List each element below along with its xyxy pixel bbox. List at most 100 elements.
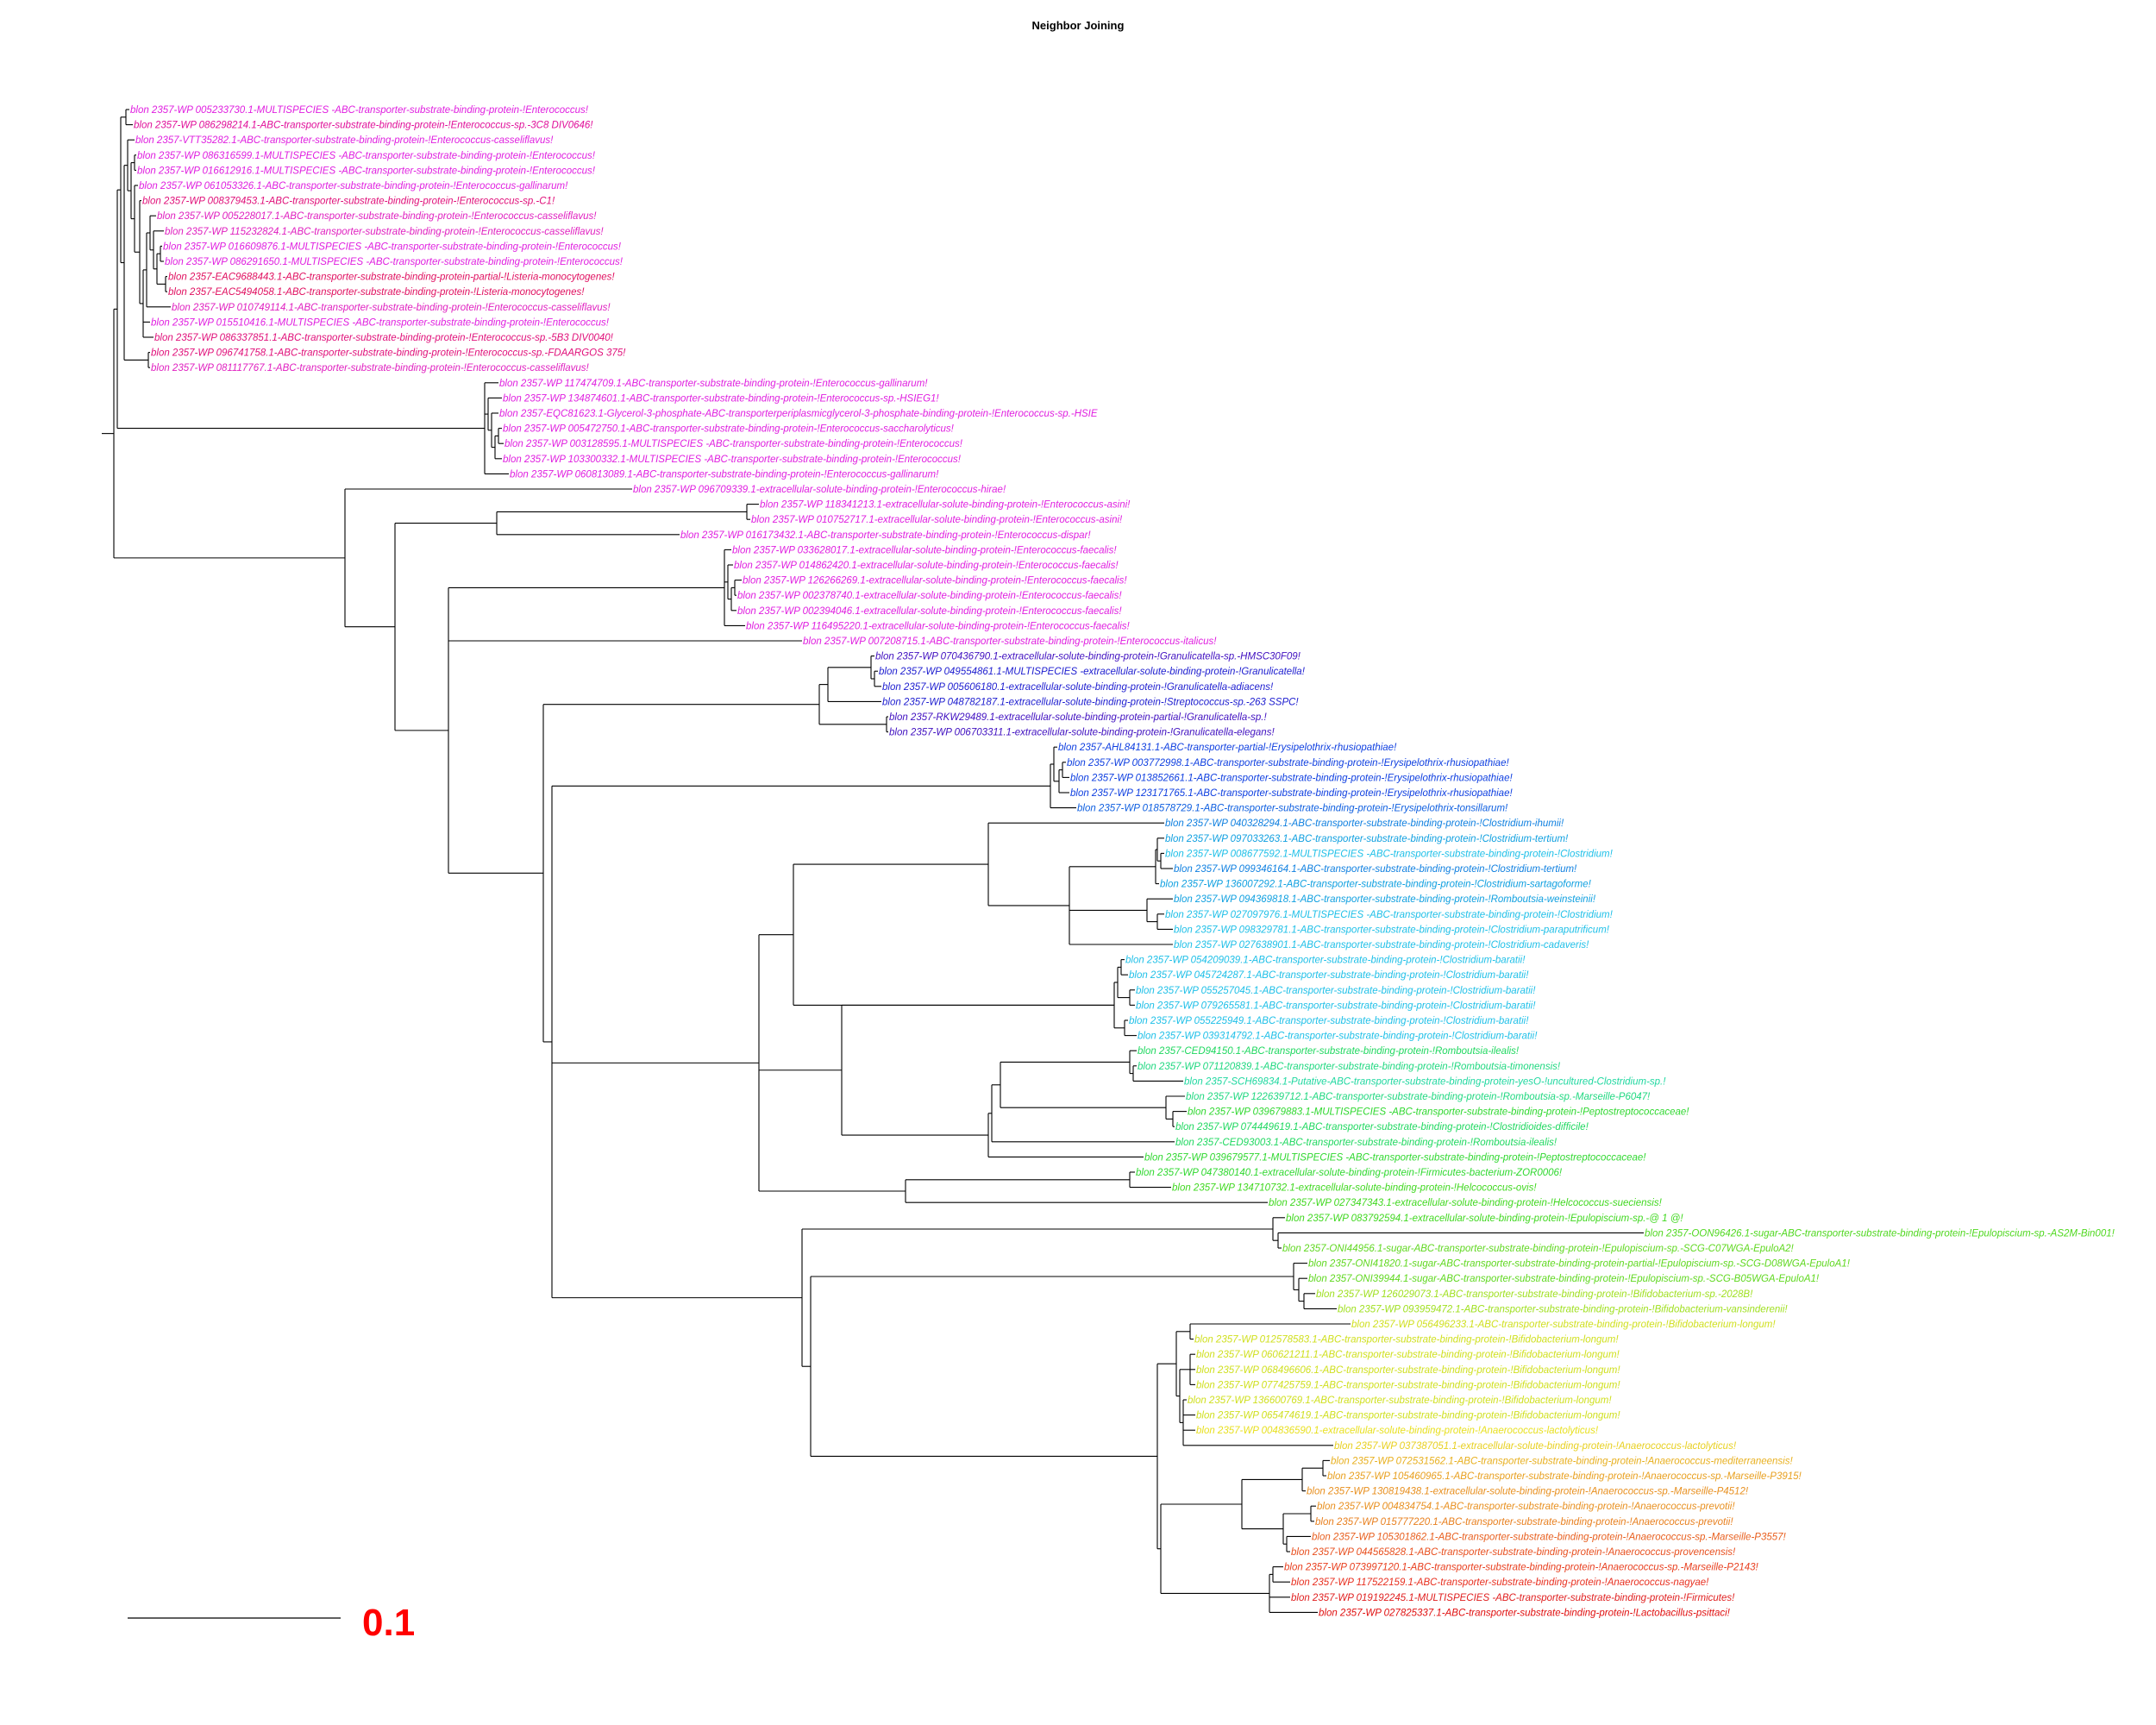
leaf-label: blon 2357-WP 003128595.1-MULTISPECIES -A… [505, 439, 963, 449]
leaf-label: blon 2357-OON96426.1-sugar-ABC-transport… [1645, 1228, 2115, 1239]
leaf-label: blon 2357-WP 136007292.1-ABC-transporter… [1160, 880, 1592, 890]
leaf-label: blon 2357-WP 013852661.1-ABC-transporter… [1070, 773, 1513, 783]
leaf-label: blon 2357-WP 045724287.1-ABC-transporter… [1129, 970, 1529, 981]
leaf-label: blon 2357-WP 093959472.1-ABC-transporter… [1338, 1304, 1788, 1314]
tree-branches [102, 109, 1644, 1613]
leaf-label: blon 2357-WP 016612916.1-MULTISPECIES -A… [137, 166, 596, 176]
leaf-label: blon 2357-WP 079265581.1-ABC-transporter… [1136, 1000, 1536, 1011]
leaf-label: blon 2357-WP 005233730.1-MULTISPECIES -A… [130, 105, 589, 116]
leaf-label: blon 2357-ONI41820.1-sugar-ABC-transport… [1308, 1259, 1851, 1270]
leaf-label: blon 2357-WP 105460965.1-ABC-transporter… [1327, 1471, 1802, 1482]
leaf-label: blon 2357-WP 074449619.1-ABC-transporter… [1175, 1122, 1589, 1132]
leaf-label: blon 2357-WP 065474619.1-ABC-transporter… [1196, 1411, 1620, 1421]
leaf-label: blon 2357-WP 068496606.1-ABC-transporter… [1196, 1365, 1620, 1376]
leaf-label: blon 2357-WP 007208715.1-ABC-transporter… [803, 637, 1217, 647]
leaf-label: blon 2357-WP 055225949.1-ABC-transporter… [1129, 1016, 1529, 1026]
leaf-label: blon 2357-WP 039679883.1-MULTISPECIES -A… [1188, 1107, 1689, 1118]
leaf-label: blon 2357-ONI39944.1-sugar-ABC-transport… [1308, 1274, 1820, 1284]
leaf-label: blon 2357-WP 033628017.1-extracellular-s… [732, 545, 1117, 555]
leaf-label: blon 2357-WP 012578583.1-ABC-transporter… [1194, 1335, 1619, 1346]
leaf-label: blon 2357-WP 094369818.1-ABC-transporter… [1174, 894, 1596, 905]
leaf-label: blon 2357-WP 060621211.1-ABC-transporter… [1196, 1350, 1620, 1360]
leaf-label: blon 2357-WP 086316599.1-MULTISPECIES -A… [137, 151, 596, 161]
scale-bar-label: 0.1 [362, 1602, 415, 1644]
leaf-label: blon 2357-WP 004836590.1-extracellular-s… [1196, 1426, 1599, 1436]
leaf-label: blon 2357-AHL84131.1-ABC-transporter-par… [1058, 743, 1397, 753]
leaf-label: blon 2357-WP 118341213.1-extracellular-s… [760, 500, 1131, 511]
leaf-label: blon 2357-WP 126029073.1-ABC-transporter… [1316, 1289, 1753, 1300]
leaf-label: blon 2357-WP 040328294.1-ABC-transporter… [1165, 819, 1564, 829]
leaf-label: blon 2357-WP 015777220.1-ABC-transporter… [1315, 1517, 1733, 1527]
leaf-label: blon 2357-WP 061053326.1-ABC-transporter… [139, 181, 568, 191]
leaf-label: blon 2357-WP 019192245.1-MULTISPECIES -A… [1291, 1593, 1735, 1603]
leaf-label: blon 2357-WP 096709339.1-extracellular-s… [633, 485, 1006, 495]
leaf-label: blon 2357-WP 003772998.1-ABC-transporter… [1067, 758, 1509, 768]
leaf-label: blon 2357-WP 105301862.1-ABC-transporter… [1312, 1532, 1787, 1542]
leaf-label: blon 2357-WP 083792594.1-extracellular-s… [1286, 1214, 1683, 1224]
leaf-label: blon 2357-WP 103300332.1-MULTISPECIES -A… [503, 455, 962, 465]
leaf-label: blon 2357-WP 070436790.1-extracellular-s… [875, 652, 1301, 662]
leaf-label: blon 2357-EQC81623.1-Glycerol-3-phosphat… [499, 409, 1098, 419]
leaf-label: blon 2357-WP 081117767.1-ABC-transporter… [151, 363, 590, 373]
leaf-label: blon 2357-WP 015510416.1-MULTISPECIES -A… [151, 317, 610, 328]
leaf-label: blon 2357-WP 027638901.1-ABC-transporter… [1174, 940, 1589, 950]
leaf-label: blon 2357-CED93003.1-ABC-transporter-sub… [1175, 1138, 1557, 1148]
leaf-label: blon 2357-WP 136600769.1-ABC-transporter… [1188, 1396, 1612, 1406]
leaf-label: blon 2357-WP 060813089.1-ABC-transporter… [510, 469, 939, 480]
leaf-label: blon 2357-WP 116495220.1-extracellular-s… [746, 621, 1131, 631]
leaf-label: blon 2357-WP 027347343.1-extracellular-s… [1269, 1198, 1663, 1208]
leaf-label: blon 2357-WP 044565828.1-ABC-transporter… [1291, 1547, 1736, 1558]
chart-title: Neighbor Joining [1031, 19, 1125, 32]
leaf-label: blon 2357-WP 027825337.1-ABC-transporter… [1319, 1608, 1731, 1618]
scale-bar: 0.1 [128, 1602, 415, 1644]
leaf-label: blon 2357-WP 072531562.1-ABC-transporter… [1331, 1456, 1793, 1466]
leaf-label: blon 2357-EAC9688443.1-ABC-transporter-s… [168, 273, 615, 283]
leaf-label: blon 2357-WP 096741758.1-ABC-transporter… [151, 348, 626, 359]
leaf-label: blon 2357-WP 054209039.1-ABC-transporter… [1125, 956, 1526, 966]
leaf-label: blon 2357-WP 134874601.1-ABC-transporter… [503, 393, 939, 404]
leaf-label: blon 2357-WP 005228017.1-ABC-transporter… [157, 211, 597, 222]
leaf-label: blon 2357-WP 018578729.1-ABC-transporter… [1077, 804, 1508, 814]
leaf-label: blon 2357-WP 115232824.1-ABC-transporter… [165, 227, 604, 237]
leaf-label: blon 2357-WP 002394046.1-extracellular-s… [737, 606, 1122, 617]
leaf-label: blon 2357-WP 077425759.1-ABC-transporter… [1196, 1380, 1620, 1390]
leaf-label: blon 2357-CED94150.1-ABC-transporter-sub… [1138, 1046, 1520, 1057]
leaf-label: blon 2357-RKW29489.1-extracellular-solut… [889, 712, 1267, 723]
leaf-label: blon 2357-SCH69834.1-Putative-ABC-transp… [1184, 1076, 1666, 1087]
tree-leaf-labels: blon 2357-WP 005233730.1-MULTISPECIES -A… [130, 105, 2115, 1618]
leaf-label: blon 2357-WP 122639712.1-ABC-transporter… [1186, 1092, 1651, 1102]
leaf-label: blon 2357-WP 097033263.1-ABC-transporter… [1165, 834, 1569, 844]
leaf-label: blon 2357-WP 134710732.1-extracellular-s… [1172, 1183, 1537, 1194]
leaf-label: blon 2357-WP 014862420.1-extracellular-s… [734, 561, 1119, 571]
leaf-label: blon 2357-WP 037387051.1-extracellular-s… [1334, 1441, 1737, 1452]
leaf-label: blon 2357-WP 130819438.1-extracellular-s… [1307, 1487, 1749, 1497]
leaf-label: blon 2357-WP 016609876.1-MULTISPECIES -A… [163, 242, 622, 252]
leaf-label: blon 2357-WP 047380140.1-extracellular-s… [1136, 1168, 1563, 1178]
leaf-label: blon 2357-VTT35282.1-ABC-transporter-sub… [135, 135, 554, 146]
leaf-label: blon 2357-WP 039314792.1-ABC-transporter… [1138, 1032, 1538, 1042]
leaf-label: blon 2357-WP 117474709.1-ABC-transporter… [499, 379, 928, 389]
leaf-label: blon 2357-WP 006703311.1-extracellular-s… [889, 728, 1275, 738]
leaf-label: blon 2357-WP 055257045.1-ABC-transporter… [1136, 986, 1536, 996]
leaf-label: blon 2357-WP 008379453.1-ABC-transporter… [142, 197, 555, 207]
leaf-label: blon 2357-WP 056496233.1-ABC-transporter… [1351, 1320, 1776, 1330]
leaf-label: blon 2357-WP 008677592.1-MULTISPECIES -A… [1165, 849, 1614, 859]
leaf-label: blon 2357-WP 005606180.1-extracellular-s… [882, 682, 1274, 693]
leaf-label: blon 2357-WP 086337851.1-ABC-transporter… [154, 333, 614, 343]
leaf-label: blon 2357-WP 098329781.1-ABC-transporter… [1174, 925, 1610, 935]
leaf-label: blon 2357-WP 071120839.1-ABC-transporter… [1138, 1062, 1561, 1072]
leaf-label: blon 2357-WP 027097976.1-MULTISPECIES -A… [1165, 910, 1614, 920]
leaf-label: blon 2357-WP 073997120.1-ABC-transporter… [1284, 1563, 1759, 1573]
leaf-label: blon 2357-WP 117522159.1-ABC-transporter… [1291, 1578, 1709, 1588]
leaf-label: blon 2357-WP 010752717.1-extracellular-s… [751, 515, 1123, 525]
leaf-label: blon 2357-WP 049554861.1-MULTISPECIES -e… [879, 667, 1306, 677]
leaf-label: blon 2357-WP 048782187.1-extracellular-s… [882, 697, 1299, 707]
leaf-label: blon 2357-WP 123171765.1-ABC-transporter… [1070, 788, 1513, 799]
leaf-label: blon 2357-WP 126266269.1-extracellular-s… [743, 576, 1127, 586]
leaf-label: blon 2357-WP 002378740.1-extracellular-s… [737, 591, 1122, 601]
leaf-label: blon 2357-WP 086291650.1-MULTISPECIES -A… [165, 257, 624, 267]
leaf-label: blon 2357-WP 099346164.1-ABC-transporter… [1174, 864, 1577, 875]
leaf-label: blon 2357-WP 016173432.1-ABC-transporter… [680, 530, 1091, 541]
leaf-label: blon 2357-ONI44956.1-sugar-ABC-transport… [1282, 1244, 1795, 1254]
